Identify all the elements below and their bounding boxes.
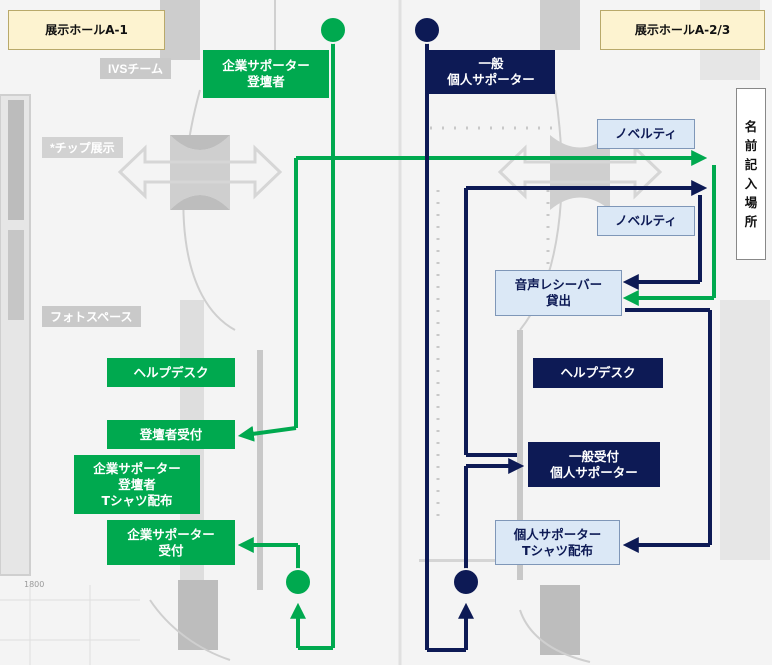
corporate-tshirt-box: 企業サポーター 登壇者 Tシャツ配布	[74, 455, 200, 514]
chip-exhibit-shape	[117, 135, 283, 210]
novelty-box-1: ノベルティ	[597, 119, 695, 149]
speaker-reception-box: 登壇者受付	[107, 420, 235, 449]
hall-a23-label: 展示ホールA-2/3	[600, 10, 765, 50]
navy-start-marker	[413, 16, 441, 44]
photo-space-label: フォトスペース	[42, 306, 141, 327]
green-start-marker	[319, 16, 347, 44]
navy-route	[425, 30, 712, 652]
helpdesk-left-box: ヘルプデスク	[107, 358, 235, 387]
individual-tshirt-box: 個人サポーター Tシャツ配布	[495, 520, 620, 565]
novelty-box-2: ノベルティ	[597, 206, 695, 236]
corporate-reception-box: 企業サポーター 受付	[107, 520, 235, 565]
dimension-label: 1800	[24, 580, 45, 589]
green-junction-marker	[284, 568, 312, 596]
general-reception-box: 一般受付 個人サポーター	[528, 442, 660, 487]
navy-junction-marker	[452, 568, 480, 596]
green-route	[237, 30, 716, 650]
name-entry-box: 名 前 記 入 場 所	[736, 88, 766, 260]
ivs-team-label: IVSチーム	[100, 58, 171, 79]
general-individual-start-box: 一般 個人サポーター	[427, 50, 555, 94]
corporate-speaker-start-box: 企業サポーター 登壇者	[203, 50, 329, 98]
audio-receiver-box: 音声レシーバー 貸出	[495, 270, 622, 316]
hall-a1-label: 展示ホールA-1	[8, 10, 165, 50]
chip-exhibit-label: *チップ展示	[42, 137, 123, 158]
helpdesk-right-box: ヘルプデスク	[533, 358, 663, 388]
